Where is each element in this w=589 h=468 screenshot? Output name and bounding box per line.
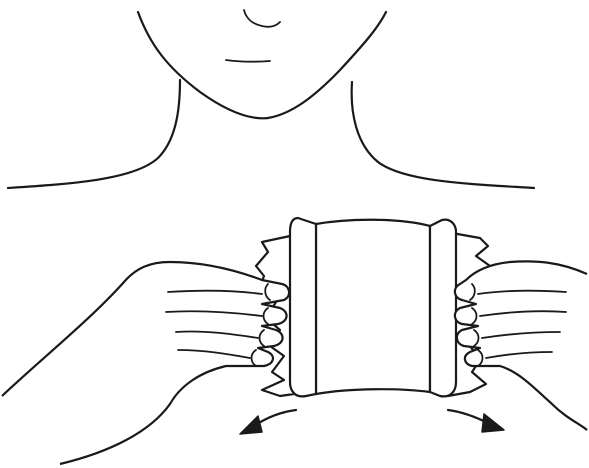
- nose-line: [244, 10, 280, 27]
- curved-arrow-left-icon: [240, 410, 296, 434]
- neck-right: [352, 82, 534, 188]
- patch-tab-right: [430, 220, 456, 397]
- patch-body: [316, 220, 430, 394]
- face-outline: [138, 12, 386, 118]
- patch-tab-left: [290, 218, 316, 396]
- right-hand: [455, 261, 587, 430]
- curved-arrow-right-icon: [448, 410, 504, 432]
- mouth-line: [226, 60, 270, 62]
- person-figure: [8, 10, 534, 188]
- neck-left: [8, 80, 180, 188]
- patch-package: [256, 218, 490, 396]
